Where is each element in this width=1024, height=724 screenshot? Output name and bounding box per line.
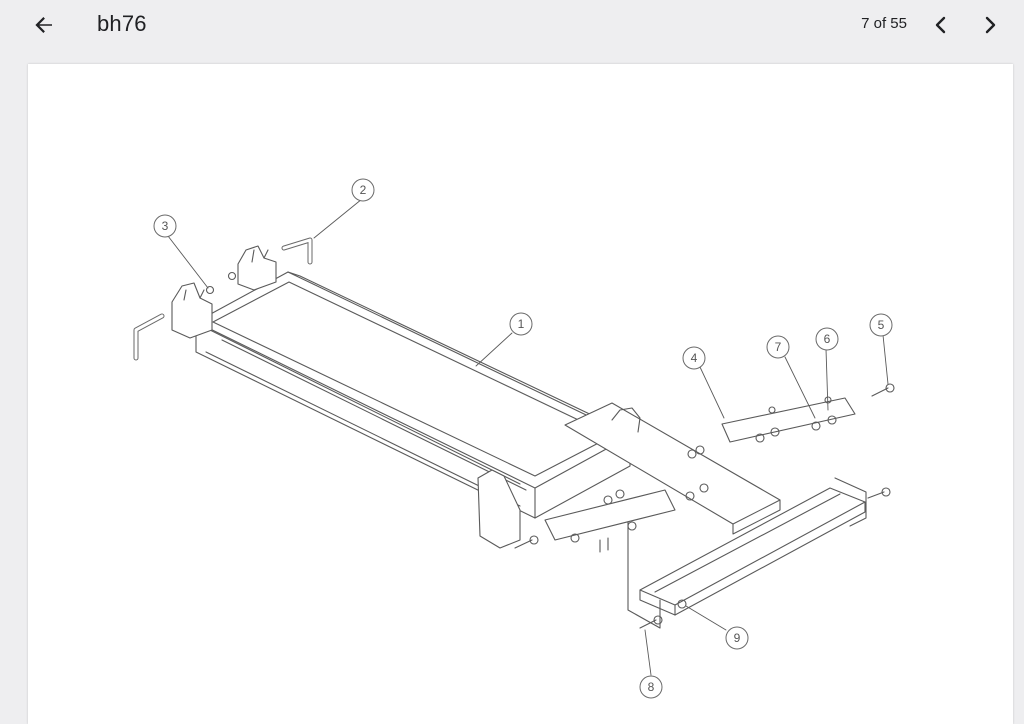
leader-lines	[167, 198, 889, 676]
callout-2-label: 2	[360, 183, 367, 197]
rear-crossbar	[564, 402, 781, 535]
callout-3: 3	[153, 214, 177, 238]
callout-9: 9	[725, 626, 749, 650]
callout-4: 4	[682, 346, 706, 370]
side-bracket	[721, 396, 856, 443]
next-page-button[interactable]	[972, 6, 1008, 44]
document-page: 1 2 3 4 5 6 7 8	[28, 64, 1013, 724]
front-brackets	[171, 245, 277, 339]
callout-5: 5	[869, 313, 893, 337]
page-counter: 7 of 55	[861, 15, 907, 32]
back-button[interactable]	[22, 6, 66, 44]
pin-left-inner	[134, 314, 164, 360]
app-bar: bh76 7 of 55	[0, 0, 1024, 52]
callout-1-label: 1	[518, 317, 525, 331]
callout-2: 2	[351, 178, 375, 202]
callout-8-label: 8	[648, 680, 655, 694]
arrow-left-icon	[35, 17, 52, 33]
mid-bracket	[477, 469, 676, 553]
callout-3-label: 3	[162, 219, 169, 233]
callout-6: 6	[815, 327, 839, 351]
callout-8: 8	[639, 675, 663, 699]
callout-6-label: 6	[824, 332, 831, 346]
main-frame	[195, 271, 641, 519]
previous-page-button[interactable]	[923, 6, 959, 44]
chevron-right-icon	[985, 16, 996, 34]
pin-right-inner	[282, 238, 312, 264]
callout-7: 7	[766, 335, 790, 359]
callout-7-label: 7	[775, 340, 782, 354]
callout-9-label: 9	[734, 631, 741, 645]
callout-5-label: 5	[878, 318, 885, 332]
callout-4-label: 4	[691, 351, 698, 365]
callout-1: 1	[509, 312, 533, 336]
exploded-parts-diagram: 1 2 3 4 5 6 7 8	[133, 178, 895, 699]
cross-member	[627, 477, 867, 629]
chevron-left-icon	[935, 16, 946, 34]
bolts	[205, 271, 895, 629]
document-title: bh76	[97, 11, 147, 36]
